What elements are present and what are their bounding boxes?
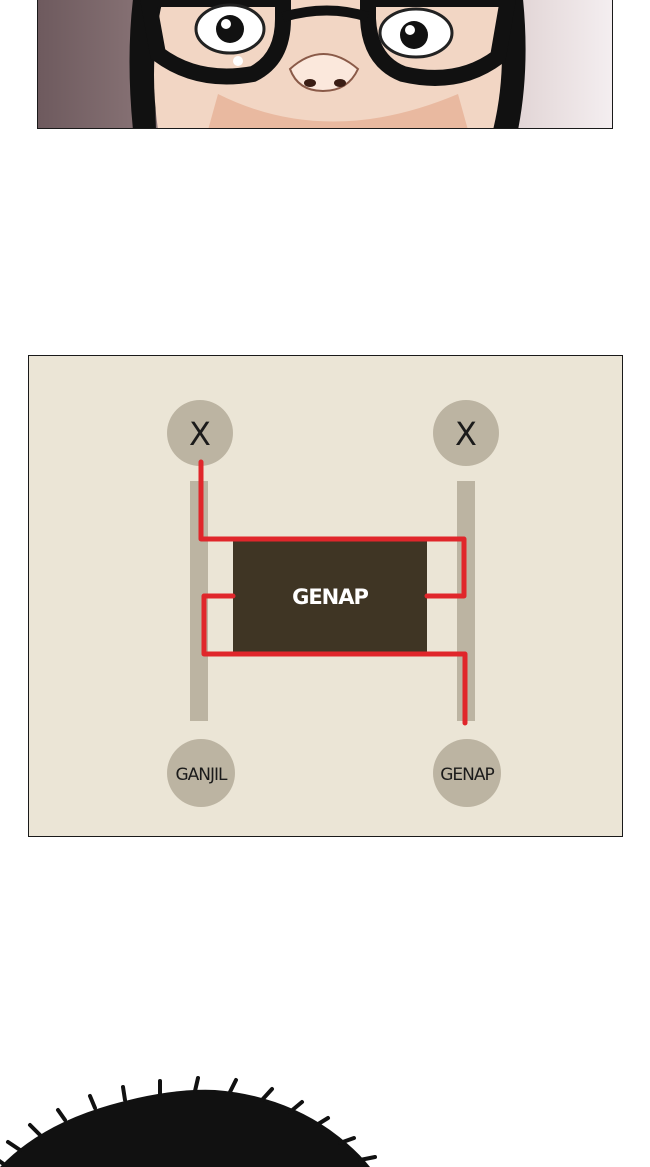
center-box: GENAP	[233, 539, 427, 654]
face-with-glasses-illustration	[129, 0, 526, 128]
red-path	[198, 459, 468, 726]
top-right-node-label: X	[455, 415, 477, 453]
odd-even-diagram: X X GENAP GANJIL GENAP	[29, 356, 622, 836]
odd-even-diagram-panel: X X GENAP GANJIL GENAP	[28, 355, 623, 837]
top-left-node-label: X	[189, 415, 211, 453]
comic-panel-face	[37, 0, 613, 129]
top-right-node: X	[433, 400, 499, 466]
bottom-left-node-label: GANJIL	[175, 765, 228, 785]
top-left-node: X	[167, 400, 233, 466]
hair-silhouette-illustration	[0, 1076, 377, 1167]
comic-panel-hair	[0, 1070, 650, 1167]
center-box-label: GENAP	[292, 585, 368, 609]
bottom-right-node-label: GENAP	[440, 765, 494, 785]
bottom-right-node: GENAP	[433, 739, 501, 807]
bottom-left-node: GANJIL	[167, 739, 235, 807]
